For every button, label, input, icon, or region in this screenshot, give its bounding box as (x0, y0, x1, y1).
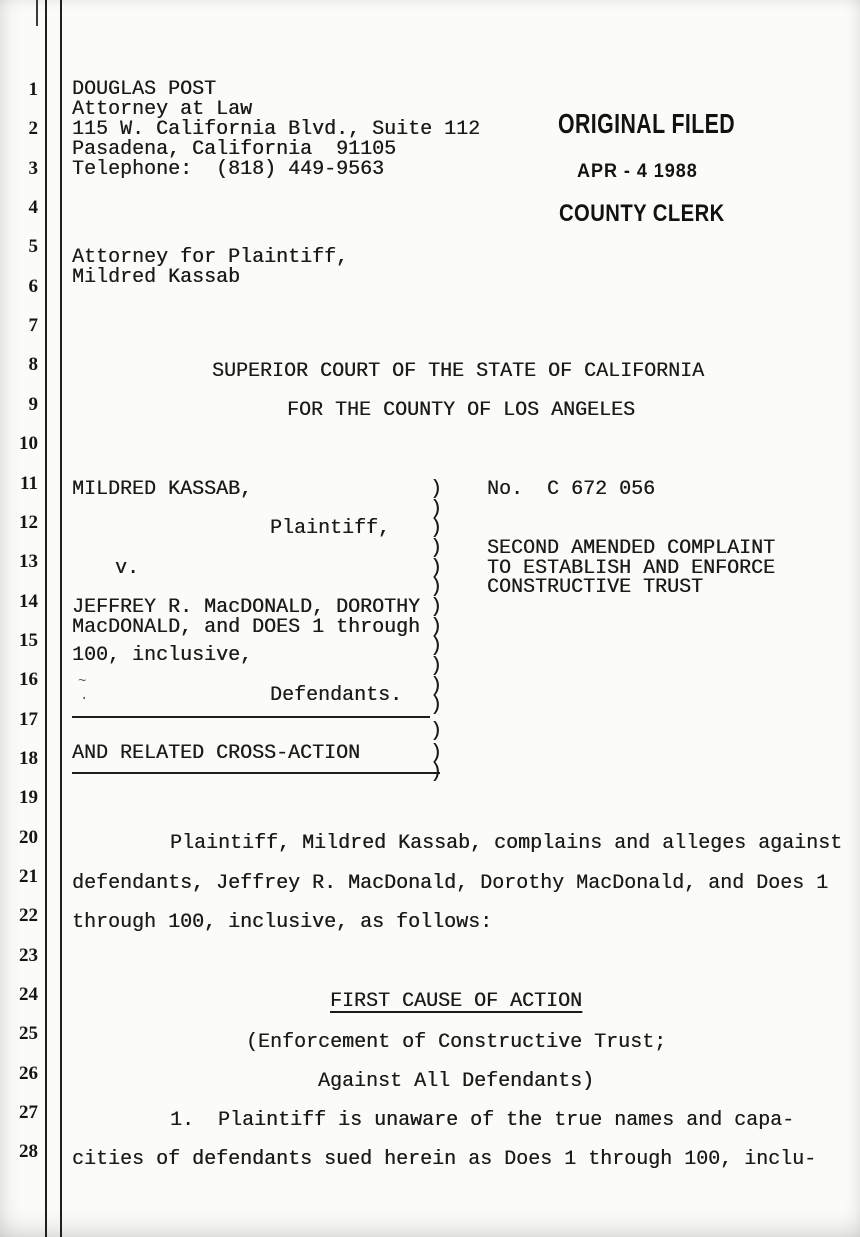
paragraph-1-line-2: cities of defendants sued herein as Does… (72, 1148, 817, 1171)
defendant-line-2: MacDONALD, and DOES 1 through (72, 616, 421, 639)
stray-mark: . (80, 688, 89, 704)
court-county: FOR THE COUNTY OF LOS ANGELES (287, 399, 636, 422)
line-number: 10 (19, 433, 38, 455)
line-number: 4 (28, 197, 39, 219)
line-number: 25 (19, 1023, 38, 1045)
document-title-3: CONSTRUCTIVE TRUST (487, 576, 704, 599)
line-number: 24 (19, 984, 38, 1006)
caption-paren: ) (430, 616, 443, 639)
caption-paren: ) (430, 694, 443, 717)
caption-paren: ) (430, 537, 443, 560)
plaintiff-label: Plaintiff, (270, 517, 391, 540)
line-number: 18 (19, 747, 38, 769)
intro-line-1: Plaintiff, Mildred Kassab, complains and… (170, 832, 843, 855)
line-number: 7 (28, 315, 39, 337)
caption-paren: ) (430, 576, 443, 599)
attorney-for-2: Mildred Kassab (72, 266, 241, 289)
line-number: 17 (19, 708, 38, 730)
attorney-title: Attorney at Law (72, 98, 253, 121)
caption-rule-2 (72, 772, 440, 774)
stamp-county-clerk: COUNTY CLERK (559, 198, 725, 227)
defendant-label: Defendants. (270, 684, 403, 707)
caption-paren: ) (430, 498, 443, 521)
line-number: 13 (19, 551, 38, 573)
caption-paren: ) (430, 742, 443, 765)
caption-paren: ) (430, 596, 443, 619)
caption-paren: ) (430, 720, 443, 743)
cause-subheading-1: (Enforcement of Constructive Trust; (246, 1031, 667, 1054)
stray-mark: ~ (78, 674, 87, 690)
margin-rule-outer (45, 0, 47, 1237)
attorney-address-1: 115 W. California Blvd., Suite 112 (72, 118, 481, 141)
line-number: 11 (20, 472, 38, 494)
cross-action-label: AND RELATED CROSS-ACTION (72, 742, 361, 765)
caption-rule-1 (72, 716, 430, 718)
caption-paren: ) (430, 761, 443, 784)
cause-heading: FIRST CAUSE OF ACTION (330, 990, 583, 1013)
line-number: 16 (19, 669, 38, 691)
line-number: 14 (19, 590, 38, 612)
attorney-telephone: Telephone: (818) 449-9563 (72, 158, 385, 181)
intro-line-3: through 100, inclusive, as follows: (72, 911, 493, 934)
margin-rule-stub (36, 0, 38, 26)
line-number: 22 (19, 905, 38, 927)
line-number: 27 (19, 1102, 38, 1124)
caption-paren: ) (430, 557, 443, 580)
margin-rule-inner (60, 0, 62, 1237)
attorney-name: DOUGLAS POST (72, 78, 217, 101)
caption-paren: ) (430, 635, 443, 658)
court-name: SUPERIOR COURT OF THE STATE OF CALIFORNI… (212, 360, 705, 383)
caption-paren: ) (430, 655, 443, 678)
line-number: 9 (28, 393, 39, 415)
cause-subheading-2: Against All Defendants) (318, 1070, 595, 1093)
defendant-line-1: JEFFREY R. MacDONALD, DOROTHY (72, 596, 421, 619)
line-number: 21 (19, 866, 38, 887)
defendant-line-3: 100, inclusive, (72, 644, 253, 667)
line-number: 3 (28, 157, 39, 179)
line-number: 19 (19, 787, 38, 809)
line-number: 15 (19, 629, 38, 651)
stamp-date: APR - 4 1988 (577, 161, 698, 182)
line-number: 5 (28, 236, 39, 258)
caption-paren: ) (430, 675, 443, 698)
line-number: 26 (19, 1062, 38, 1084)
versus: v. (115, 557, 140, 580)
line-number: 6 (28, 275, 39, 297)
line-number: 1 (28, 79, 39, 100)
plaintiff-name: MILDRED KASSAB, (72, 478, 253, 501)
line-number: 12 (19, 511, 38, 533)
document-title-1: SECOND AMENDED COMPLAINT (487, 537, 776, 560)
case-number: No. C 672 056 (487, 478, 656, 501)
document-title-2: TO ESTABLISH AND ENFORCE (487, 557, 776, 580)
line-number: 28 (19, 1141, 38, 1163)
line-number: 20 (19, 826, 38, 848)
attorney-for-1: Attorney for Plaintiff, (72, 246, 349, 269)
caption-paren: ) (430, 478, 443, 501)
line-number: 8 (28, 354, 39, 376)
attorney-address-2: Pasadena, California 91105 (72, 138, 397, 161)
line-number: 23 (19, 944, 38, 966)
line-number: 2 (28, 118, 39, 140)
paragraph-1-line-1: 1. Plaintiff is unaware of the true name… (170, 1109, 795, 1132)
intro-line-2: defendants, Jeffrey R. MacDonald, Doroth… (72, 872, 829, 895)
caption-paren: ) (430, 517, 443, 540)
stamp-original-filed: ORIGINAL FILED (558, 107, 736, 140)
